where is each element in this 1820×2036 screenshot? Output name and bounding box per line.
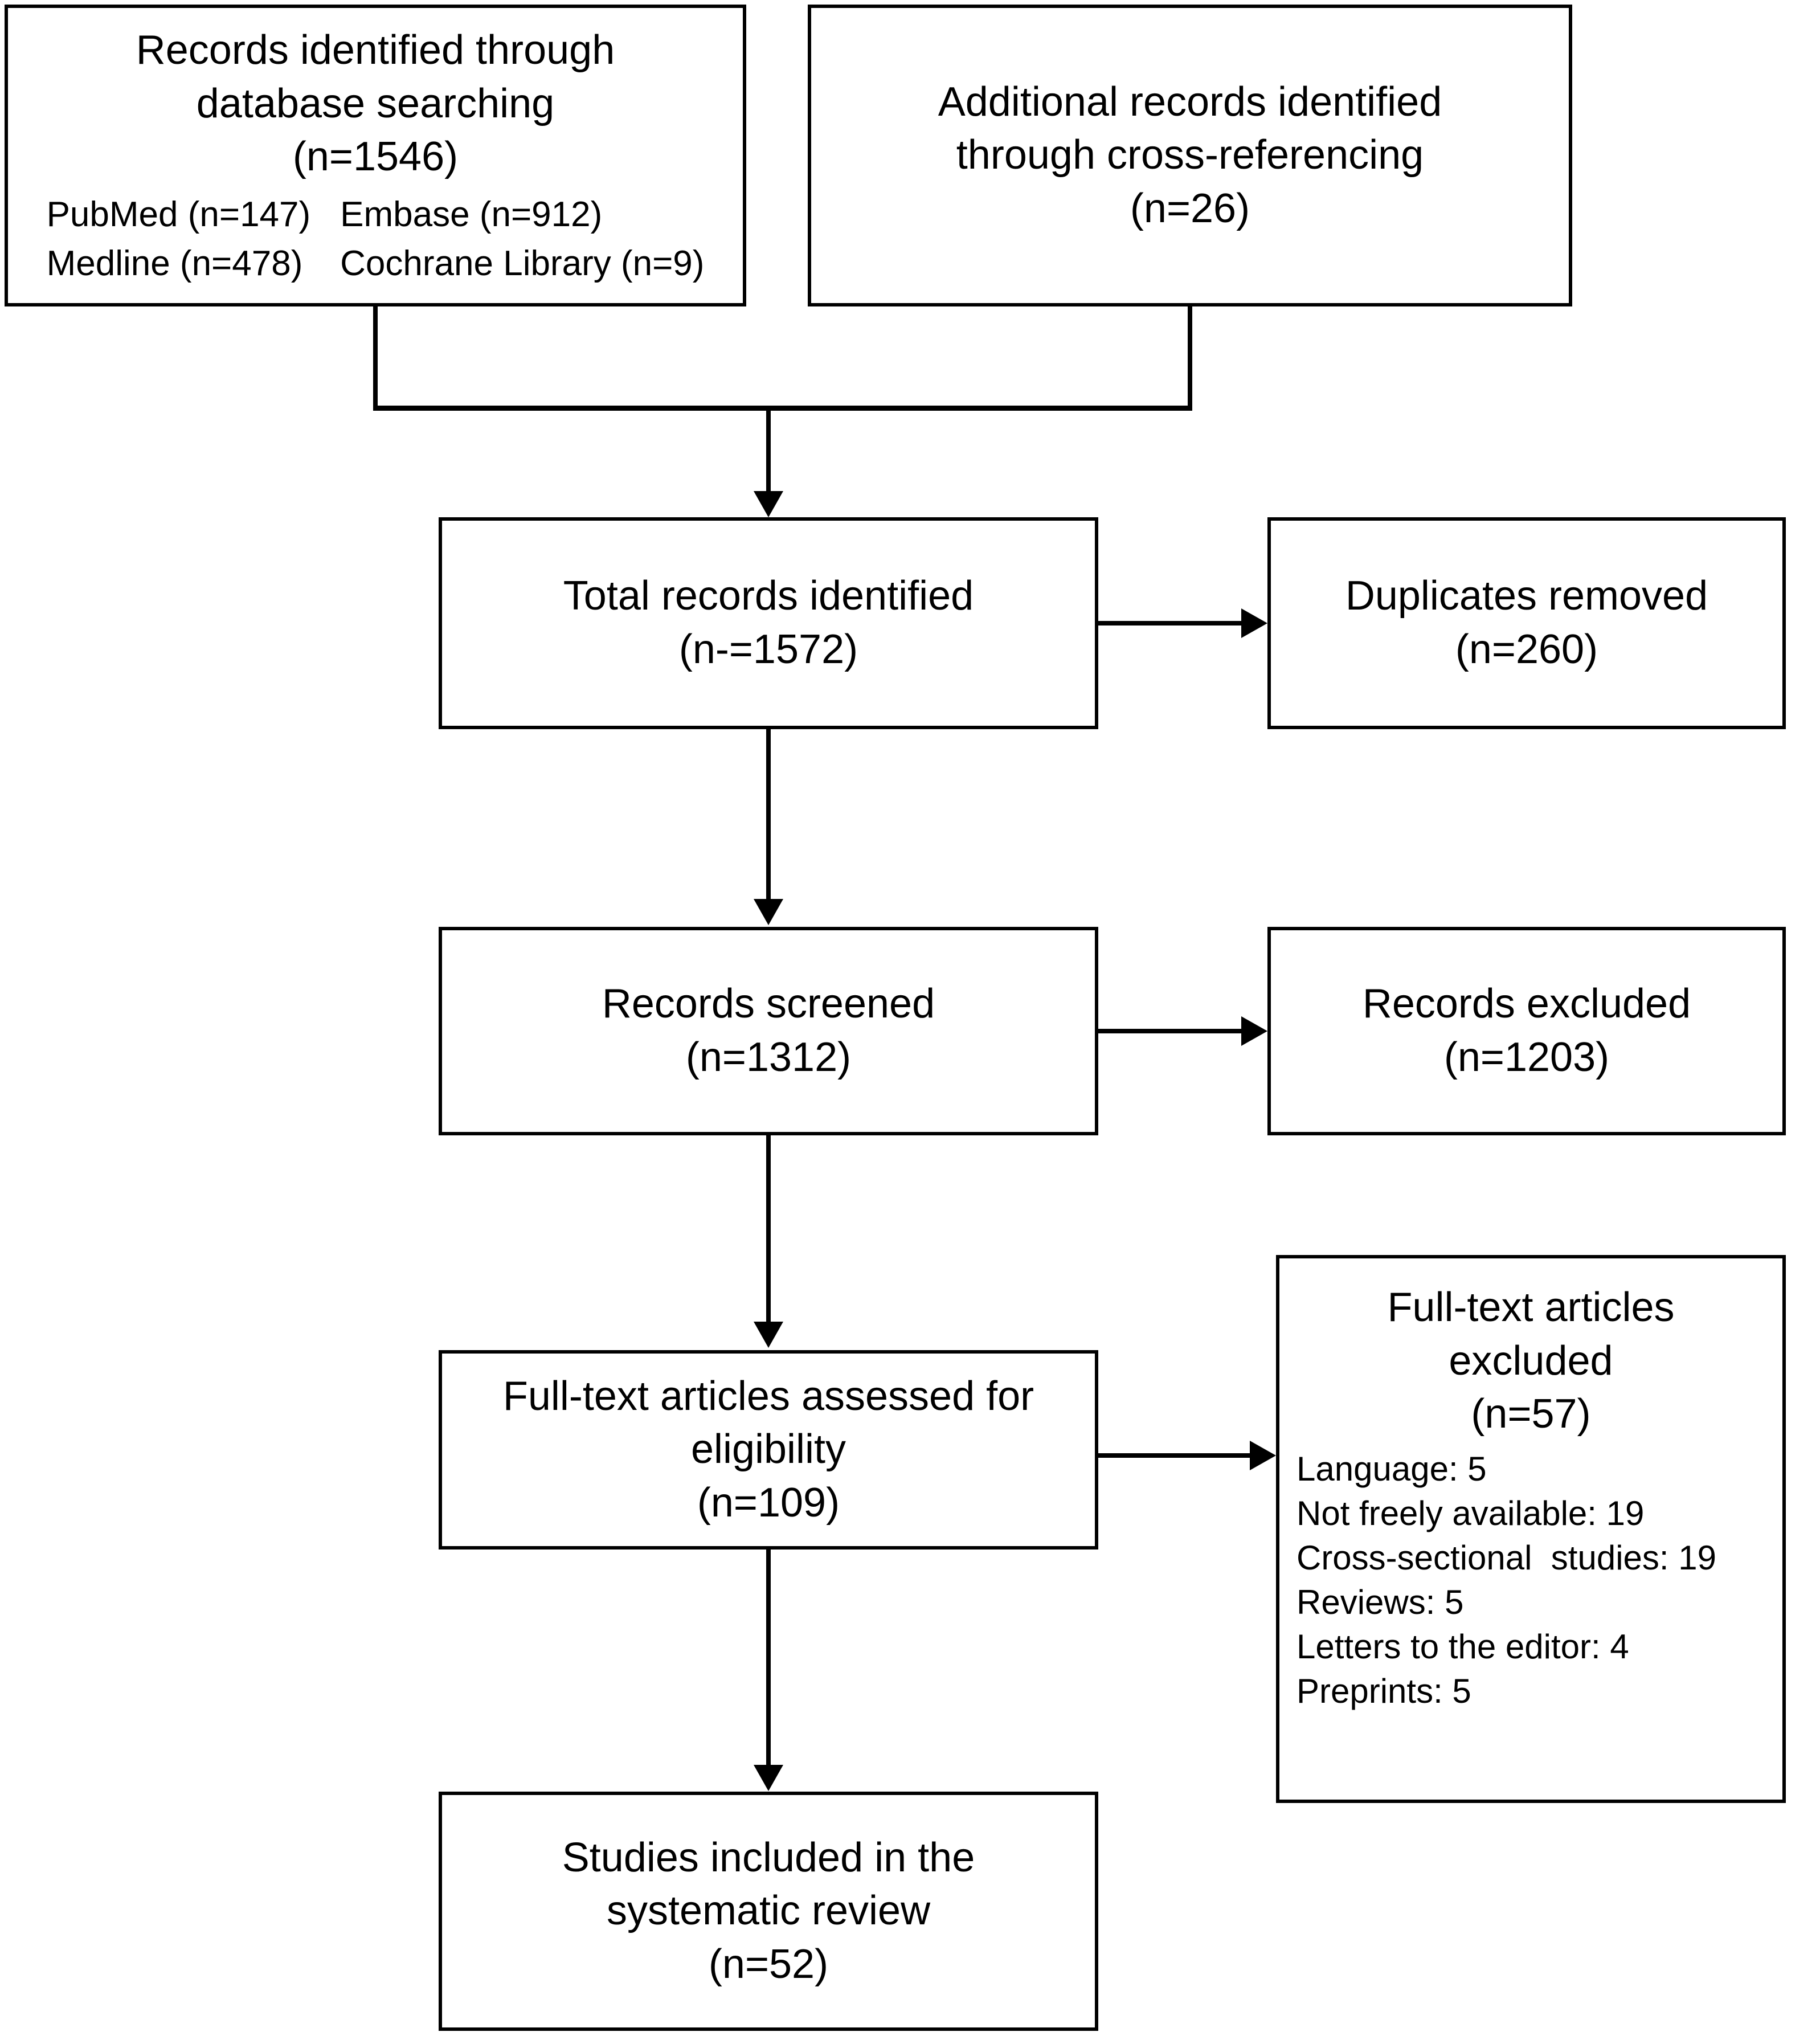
arrow-merge-to-total-icon xyxy=(754,491,783,517)
node-count: (n=52) xyxy=(708,1941,829,1987)
node-total-records: Total records identified (n-=1572) xyxy=(439,517,1098,729)
database-item-medline: Medline (n=478) xyxy=(46,244,303,284)
node-title: Studies included in the systematic revie… xyxy=(562,1834,975,1934)
node-count: (n=1546) xyxy=(292,134,459,180)
database-item-embase: Embase (n=912) xyxy=(340,194,603,234)
node-records-screened: Records screened (n=1312) xyxy=(439,927,1098,1135)
node-title: Duplicates removed xyxy=(1345,573,1708,619)
connector-fulltext-to-excluded xyxy=(1098,1453,1250,1458)
node-title: Records screened xyxy=(602,981,935,1027)
connector-fulltext-to-included xyxy=(766,1550,771,1766)
exclusion-reason-language: Language: 5 xyxy=(1297,1449,1487,1488)
node-fulltext-assessed: Full-text articles assessed for eligibil… xyxy=(439,1350,1098,1550)
connector-screened-to-excluded xyxy=(1098,1029,1242,1033)
exclusion-reason-list: Language: 5 Not freely available: 19 Cro… xyxy=(1279,1447,1782,1714)
node-records-identified-database: Records identified through database sear… xyxy=(5,5,746,306)
node-count: (n=1203) xyxy=(1443,1035,1610,1080)
node-count: (n-=1572) xyxy=(678,627,858,672)
node-title: Full-text articles excluded xyxy=(1387,1285,1675,1384)
connector-screened-to-fulltext xyxy=(766,1135,771,1323)
connector-merge-to-total-line xyxy=(766,406,771,492)
arrow-fulltext-to-included-icon xyxy=(754,1765,783,1791)
database-item-pubmed: PubMed (n=147) xyxy=(46,194,311,234)
node-records-excluded: Records excluded (n=1203) xyxy=(1267,927,1786,1135)
exclusion-reason-letters-to-editor: Letters to the editor: 4 xyxy=(1297,1627,1629,1666)
exclusion-reason-cross-sectional-studies: Cross-sectional studies: 19 xyxy=(1297,1538,1716,1577)
exclusion-reason-not-freely-available: Not freely available: 19 xyxy=(1297,1494,1645,1532)
connector-merge-left-drop xyxy=(373,306,378,409)
connector-total-to-screened xyxy=(766,729,771,900)
node-additional-records: Additional records identified through cr… xyxy=(808,5,1572,306)
node-count: (n=57) xyxy=(1471,1391,1591,1437)
node-studies-included: Studies included in the systematic revie… xyxy=(439,1792,1098,2031)
node-count: (n=109) xyxy=(697,1479,840,1526)
connector-merge-right-drop xyxy=(1188,306,1192,409)
node-count: (n=1312) xyxy=(685,1035,852,1080)
database-breakdown-grid: PubMed (n=147) Embase (n=912) Medline (n… xyxy=(8,192,743,287)
exclusion-reason-reviews: Reviews: 5 xyxy=(1297,1583,1464,1621)
node-title: Full-text articles assessed for eligibil… xyxy=(502,1373,1034,1473)
arrow-screened-to-excluded-icon xyxy=(1241,1016,1267,1046)
arrow-total-to-duplicates-icon xyxy=(1241,608,1267,638)
node-title: Additional records identified through cr… xyxy=(938,79,1442,178)
database-item-cochrane: Cochrane Library (n=9) xyxy=(340,244,705,284)
node-count: (n=26) xyxy=(1130,185,1250,231)
node-title: Records excluded xyxy=(1362,981,1691,1027)
exclusion-reason-preprints: Preprints: 5 xyxy=(1297,1671,1471,1710)
arrow-fulltext-to-excluded-icon xyxy=(1250,1441,1276,1470)
arrow-total-to-screened-icon xyxy=(754,899,783,925)
node-title: Total records identified xyxy=(563,573,974,619)
connector-merge-horizontal xyxy=(373,406,1192,411)
node-count: (n=260) xyxy=(1455,627,1598,672)
node-fulltext-excluded: Full-text articles excluded (n=57) Langu… xyxy=(1276,1255,1786,1803)
connector-total-to-duplicates xyxy=(1098,621,1242,625)
arrow-screened-to-fulltext-icon xyxy=(754,1322,783,1348)
node-duplicates-removed: Duplicates removed (n=260) xyxy=(1267,517,1786,729)
node-title: Records identified through database sear… xyxy=(136,27,615,126)
